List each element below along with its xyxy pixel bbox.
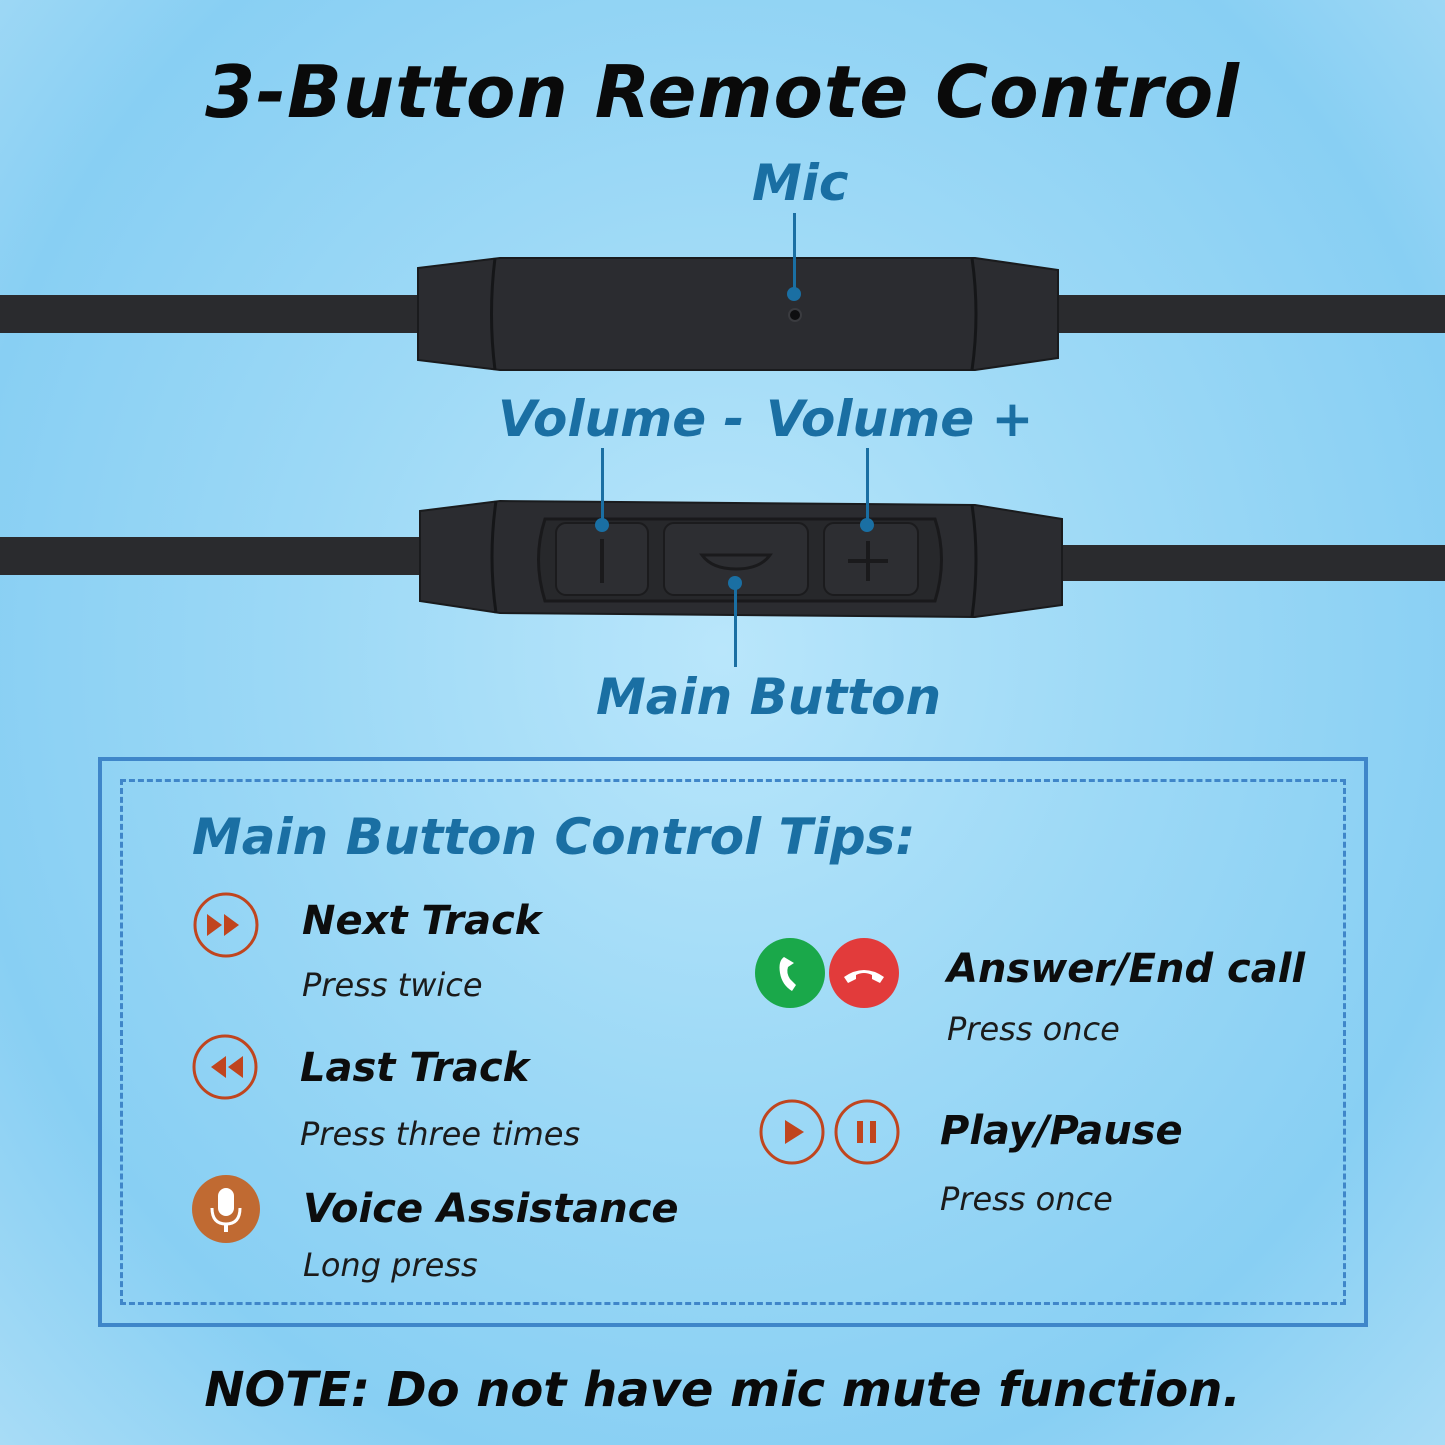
mic-leader-line [793,213,796,293]
remote-top-view [0,257,1445,371]
rewind-icon [192,1034,258,1100]
play-pause-icon [759,1099,900,1165]
volume-up-leader-dot [860,518,874,532]
volume-up-leader-line [866,448,869,520]
mic-leader-dot [787,287,801,301]
page-title: 3-Button Remote Control [205,50,1240,134]
phone-answer-end-icon [755,938,899,1008]
volume-down-leader-line [601,448,604,520]
microphone-icon [192,1175,260,1243]
volume-up-label: Volume + [766,390,1034,448]
tip-title-voice-assistance: Voice Assistance [303,1186,679,1232]
note-text: NOTE: Do not have mic mute function. [204,1362,1241,1418]
tip-title-answer-end-call: Answer/End call [947,946,1306,992]
volume-down-label: Volume - [498,390,745,448]
tip-title-next-track: Next Track [302,898,542,944]
tip-desc-last-track: Press three times [300,1115,581,1153]
tip-desc-voice-assistance: Long press [303,1246,478,1284]
main-button-leader-line [734,585,737,667]
handset-icon [699,553,773,571]
main-button-label: Main Button [596,668,942,726]
tip-title-play-pause: Play/Pause [940,1108,1183,1154]
volume-down-leader-dot [595,518,609,532]
fast-forward-icon [193,892,259,958]
tip-desc-answer-end-call: Press once [947,1010,1120,1048]
tips-panel [98,757,1368,1327]
tip-title-last-track: Last Track [300,1045,530,1091]
tip-desc-play-pause: Press once [940,1180,1113,1218]
remote-button-view [0,499,1445,619]
mic-hole-icon [788,308,802,322]
main-button-leader-dot [728,576,742,590]
tips-dashed-border [120,779,1346,1305]
tips-heading: Main Button Control Tips: [192,808,916,866]
mic-label: Mic [752,154,849,212]
tip-desc-next-track: Press twice [302,966,483,1004]
